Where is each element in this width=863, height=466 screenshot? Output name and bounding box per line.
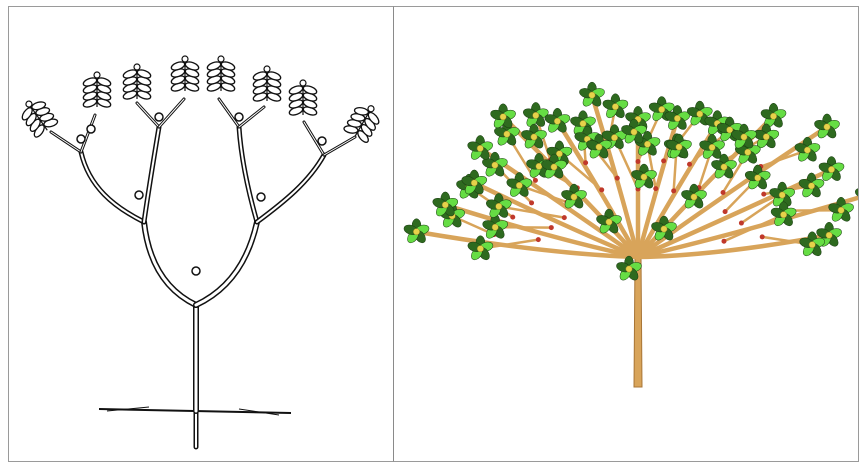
branch-node (687, 162, 692, 167)
branch-node (653, 186, 658, 191)
leaf-cluster-6 (252, 66, 282, 103)
render-group (403, 82, 859, 387)
leaf-cluster-3 (122, 64, 152, 101)
bud-3 (257, 193, 265, 201)
leaf-rosette-21 (602, 94, 630, 120)
leaf-cluster-2 (82, 72, 112, 109)
plant-render-drawing (394, 7, 859, 462)
leaf-cluster-4 (170, 56, 200, 93)
branch-node (739, 221, 744, 226)
bud-5 (155, 113, 163, 121)
branch-node (510, 215, 515, 220)
leaf-rosette-19 (578, 82, 606, 108)
branch-node (721, 239, 726, 244)
leaf-cluster-8 (341, 99, 385, 146)
branch-node (671, 188, 676, 193)
right-primary-branch (196, 222, 257, 305)
leaf-rosette-10 (466, 135, 494, 161)
leaf-rosette-51 (630, 164, 658, 190)
branch-node (615, 176, 620, 181)
branch-node (583, 160, 588, 165)
sketch-group (15, 56, 385, 447)
bud-1 (192, 267, 200, 275)
branch-node (721, 190, 726, 195)
branch-node (549, 225, 554, 230)
right-inner-branch (239, 127, 257, 222)
branch-node (529, 200, 534, 205)
bud-7 (318, 137, 326, 145)
branch-node (723, 209, 728, 214)
plant-sketch-drawing (9, 7, 394, 462)
branch-node (533, 178, 538, 183)
bud-8 (87, 125, 95, 133)
sketch-panel (8, 6, 394, 462)
leaf-rosette-34 (813, 114, 841, 140)
leaf-rosette-11 (506, 172, 534, 198)
branch-node (562, 215, 567, 220)
leaf-rosette-37 (818, 157, 846, 183)
branch-node (760, 234, 765, 239)
leaf-cluster-5 (206, 56, 236, 93)
branch-node (536, 237, 541, 242)
branch-node (636, 159, 641, 164)
sub-branch-15-1 (724, 215, 784, 241)
left-outer-branch (81, 152, 144, 222)
branch-node (661, 158, 666, 163)
bud-4 (77, 135, 85, 143)
right-outer-branch (257, 155, 324, 222)
leaf-cluster-7 (288, 80, 318, 117)
bud-6 (235, 113, 243, 121)
branch-node (761, 192, 766, 197)
left-primary-branch (144, 222, 196, 305)
leaf-rosette-1 (403, 219, 431, 245)
bud-2 (135, 191, 143, 199)
render-panel (393, 6, 859, 462)
leaf-rosette-40 (854, 182, 859, 208)
leaf-rosette-36 (794, 137, 822, 163)
branch-node (599, 187, 604, 192)
leaf-rosette-39 (798, 173, 826, 199)
